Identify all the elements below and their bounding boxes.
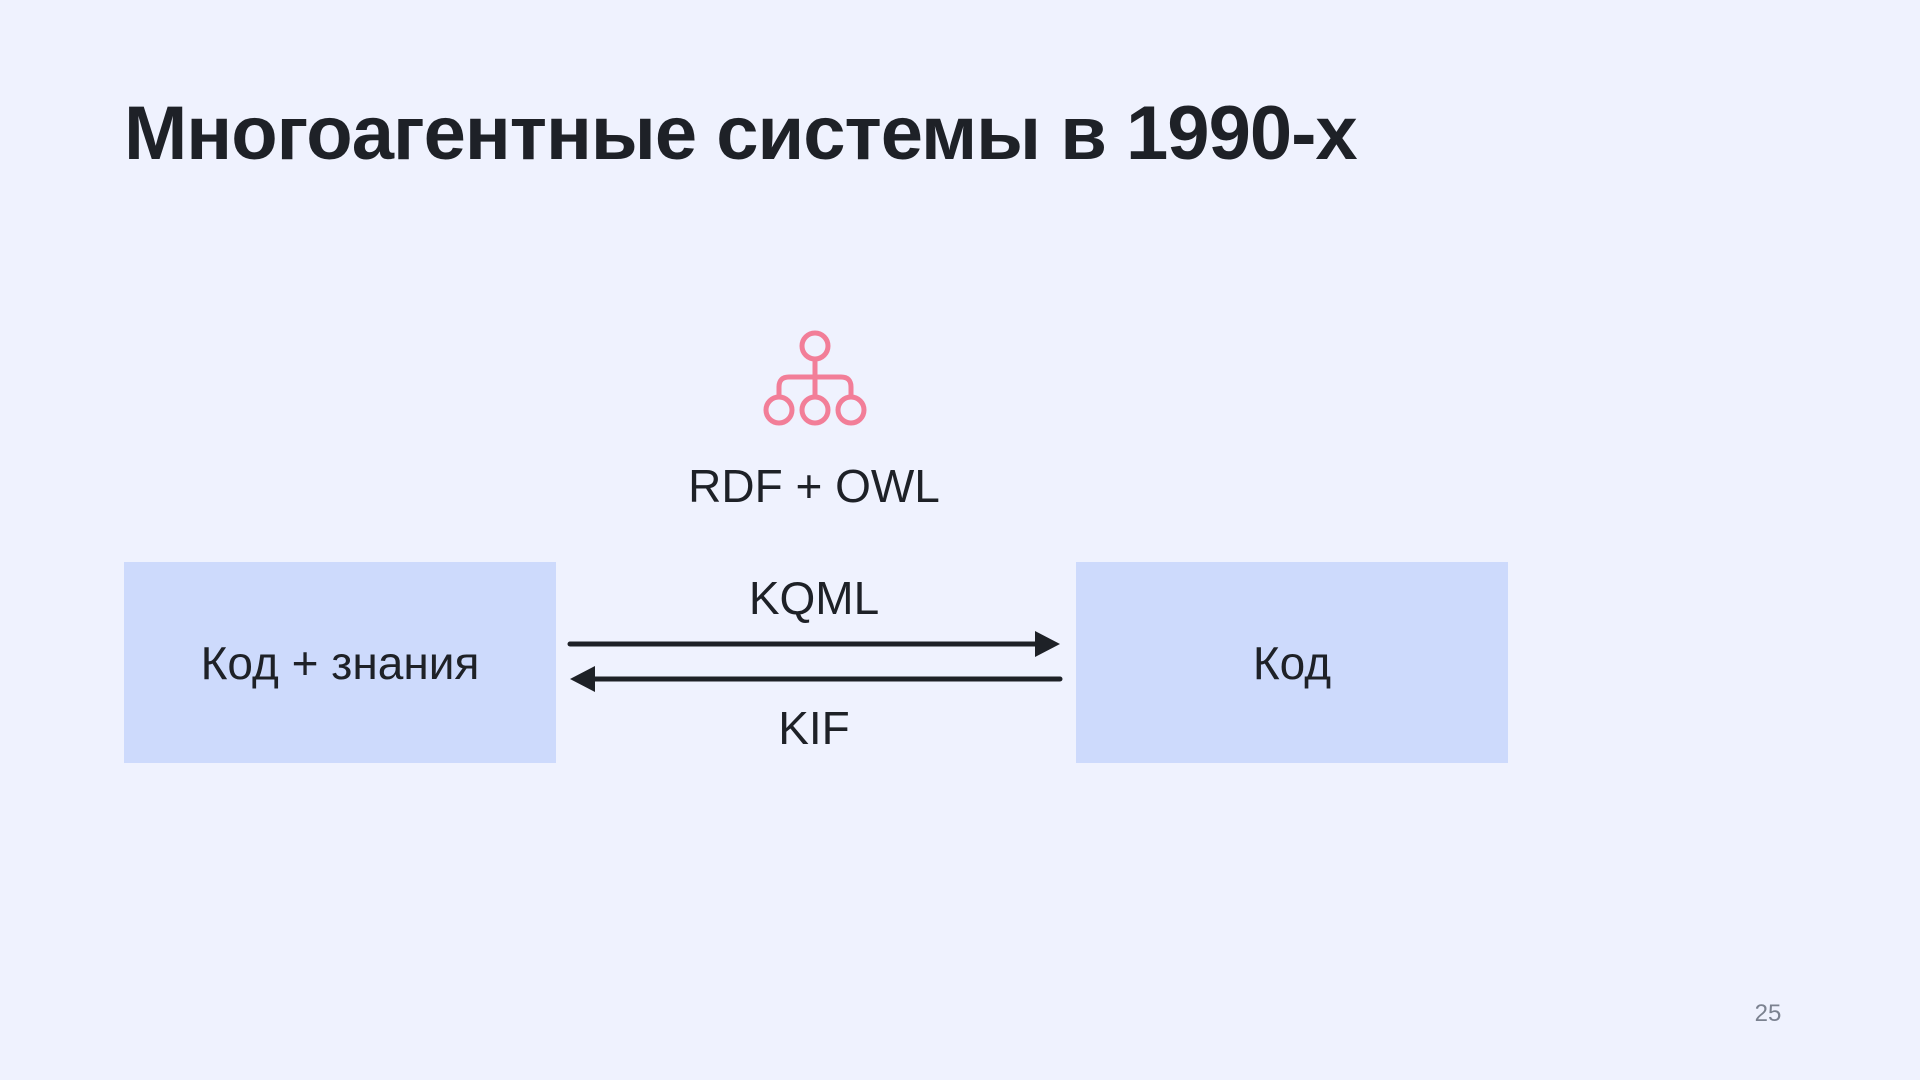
left-agent-label: Код + знания <box>200 636 480 689</box>
arrow-left-label: KIF <box>778 702 850 754</box>
arrow-right-label: KQML <box>748 572 880 624</box>
slide-title: Многоагентные системы в 1990-х <box>124 91 1358 176</box>
right-agent-label: Код <box>1252 636 1332 689</box>
page-number: 25 <box>1754 1000 1782 1027</box>
arrow-to-left <box>570 666 1063 692</box>
left-agent-box: Код + знания <box>124 562 556 763</box>
ontology-label: RDF + OWL <box>688 460 940 512</box>
hierarchy-icon <box>763 330 867 426</box>
arrow-to-right <box>567 631 1060 657</box>
right-agent-box: Код <box>1076 562 1508 763</box>
